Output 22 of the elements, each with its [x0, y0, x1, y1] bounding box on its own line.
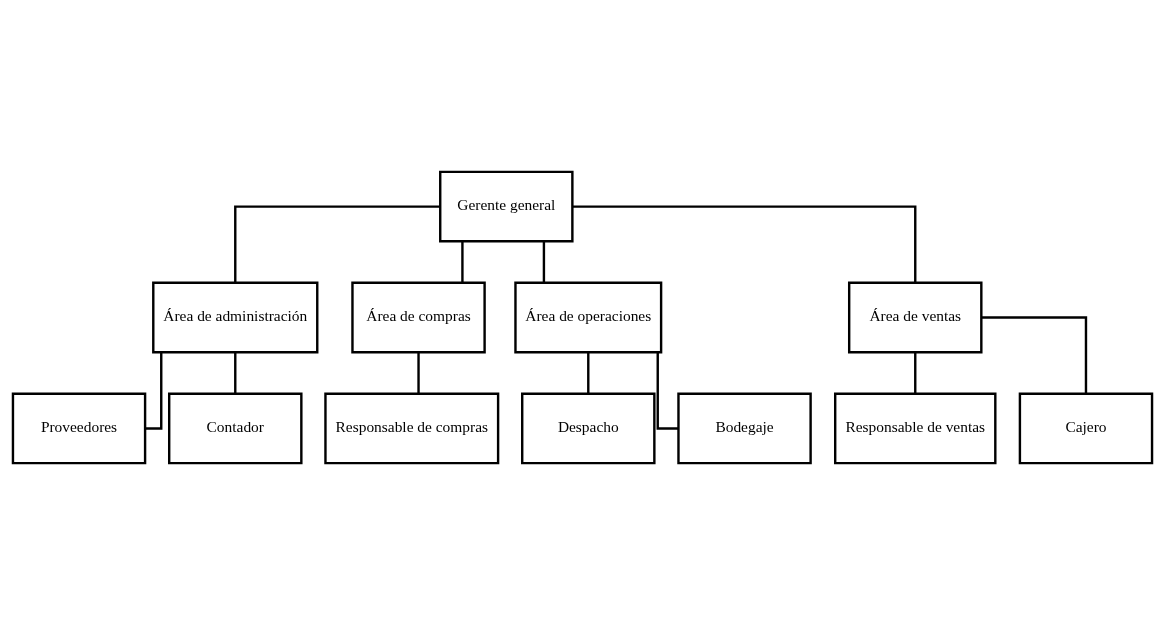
connector	[461, 240, 464, 282]
node-box: Área de ventas	[848, 281, 983, 353]
connector	[234, 351, 237, 393]
connector	[572, 204, 917, 283]
node-box: Área de compras	[351, 281, 486, 353]
connector	[914, 351, 917, 393]
node-box: Área de operaciones	[514, 281, 663, 353]
node-box: Contador	[168, 392, 303, 464]
connector	[417, 351, 420, 393]
node-box: Responsable de ventas	[834, 392, 997, 464]
connector	[587, 351, 590, 393]
connector	[542, 240, 546, 282]
node-box: Gerente general	[439, 170, 574, 242]
node-box: Cajero	[1018, 392, 1154, 464]
node-box: Despacho	[521, 392, 656, 464]
node-box: Bodegaje	[677, 392, 812, 464]
node-box: Área de administración	[152, 281, 319, 353]
node-box: Responsable de compras	[324, 392, 500, 464]
connector	[234, 204, 440, 283]
node-box: Proveedores	[11, 392, 147, 464]
connector	[656, 351, 679, 430]
connector	[981, 315, 1088, 394]
